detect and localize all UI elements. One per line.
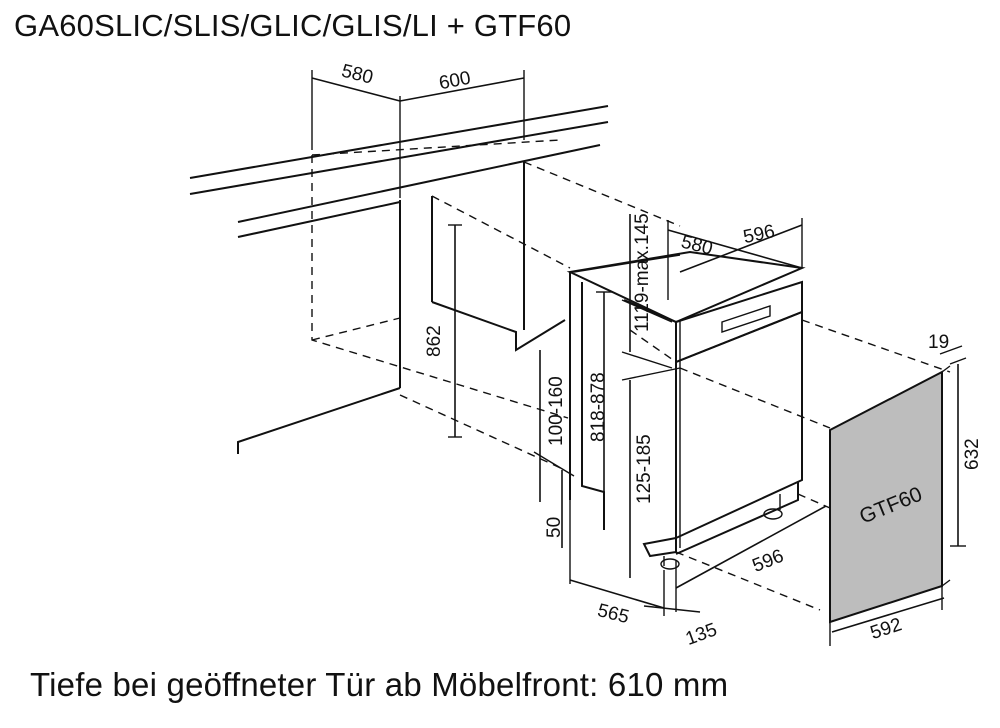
dim-label-panel-thickness: 19 <box>928 332 949 353</box>
dim-label-adjust-range: 100-160 <box>546 376 567 446</box>
dim-adjust: 100-160 50 <box>533 350 575 548</box>
dim-label-foot-offset: 50 <box>544 517 565 538</box>
dim-base: 565 135 596 <box>569 500 827 650</box>
dim-label-niche-width: 600 <box>437 68 472 95</box>
dim-label-foot-depth: 135 <box>683 619 720 650</box>
dim-label-niche-depth: 580 <box>339 61 375 89</box>
footer-note: Tiefe bei geöffneter Tür ab Möbelfront: … <box>30 666 729 703</box>
dim-label-appliance-depth: 580 <box>679 232 715 260</box>
dim-label-panel-height: 632 <box>962 438 983 470</box>
dim-label-base-depth: 565 <box>595 600 631 628</box>
dim-label-appliance-width: 596 <box>741 221 776 248</box>
diagram-title: GA60SLIC/SLIS/GLIC/GLIS/LI + GTF60 <box>14 8 572 43</box>
dim-niche-height: 862 <box>424 224 462 438</box>
dim-vertical-range: 1119-max.145 125-185 <box>621 213 681 578</box>
dim-label-door-range: 125-185 <box>634 434 655 504</box>
dim-label-plinth-gap: 1119-max.145 <box>632 213 653 332</box>
dim-top-niche: 580 600 <box>311 61 525 198</box>
dim-appliance-height: 818-878 <box>588 291 612 530</box>
niche-outline <box>189 105 681 471</box>
dim-label-niche-height: 862 <box>424 325 445 357</box>
dim-label-base-width: 596 <box>750 546 787 577</box>
dim-label-appliance-height: 818-878 <box>588 372 609 442</box>
gtf60-panel: GTF60 <box>829 365 951 624</box>
dim-panel: 19 632 592 <box>829 332 983 646</box>
